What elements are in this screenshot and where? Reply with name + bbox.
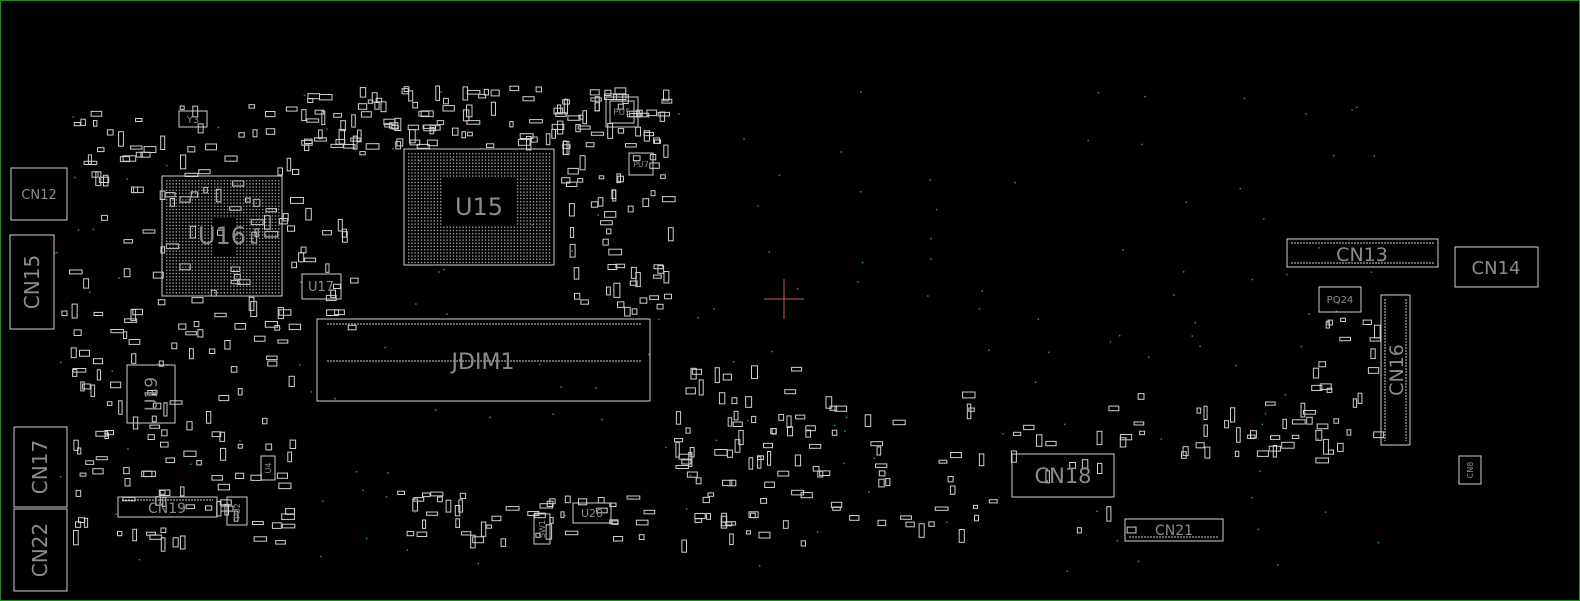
component-u17[interactable]: U17 [301,273,342,300]
cn18-label: CN18 [1034,464,1091,488]
component-cn12[interactable]: CN12 [10,167,68,221]
u16-ball-grid [166,180,280,294]
u16-label: U16 [198,222,246,250]
u4-label: U4 [264,463,273,474]
component-u20[interactable]: U20 [572,502,612,524]
cn22-label: CN22 [28,523,52,577]
component-y3[interactable]: Y3 [178,110,208,128]
cn16-label: CN16 [1386,344,1408,396]
component-pu7[interactable]: PU7 [628,152,654,176]
component-cn19[interactable]: CN19 [117,496,218,518]
sw1-label: SW1 [538,520,547,538]
y3-label: Y3 [186,115,199,126]
component-cn18[interactable]: CN18 [1011,453,1115,498]
component-u4[interactable]: U4 [260,455,276,481]
component-cn8[interactable]: CN8 [1458,455,1482,485]
cn15-label: CN15 [20,255,44,309]
component-u16[interactable]: U16 [161,175,283,297]
component-jdim1[interactable]: JDIM1 [316,318,651,402]
component-cn22[interactable]: CN22 [13,508,68,592]
component-pq24[interactable]: PQ24 [1318,286,1362,313]
cn8-label: CN8 [1466,462,1475,479]
component-cn14[interactable]: CN14 [1454,246,1539,288]
pu7-label: PU7 [633,160,649,169]
component-pu5[interactable]: PU5 [605,96,639,128]
cn21-label: CN21 [1155,523,1193,539]
pu2-label: PU2 [233,503,242,519]
u17-label: U17 [308,280,334,295]
component-cn21[interactable]: CN21 [1124,518,1224,542]
jdim1-label: JDIM1 [450,350,515,375]
cn12-label: CN12 [21,188,56,203]
component-cn16[interactable]: CN16 [1380,294,1411,446]
u15-ball-grid [408,153,551,264]
component-pu2[interactable]: PU2 [226,496,248,526]
component-cn17[interactable]: CN17 [13,426,68,508]
cn14-label: CN14 [1472,258,1521,279]
u19-label: U19 [142,377,162,411]
component-u19[interactable]: U19 [126,364,176,424]
component-cn13[interactable]: CN13 [1286,238,1439,268]
cn13-label: CN13 [1336,244,1388,266]
component-sw1[interactable]: SW1 [533,513,551,545]
u20-label: U20 [581,507,603,520]
cn19-label: CN19 [148,501,186,517]
pu5-label: PU5 [613,108,631,118]
crosshair-cursor-icon [764,279,804,319]
component-cn15[interactable]: CN15 [9,234,55,330]
u15-label: U15 [455,193,503,221]
cn17-label: CN17 [28,440,52,494]
component-u15[interactable]: U15 [403,148,555,266]
passive-components [61,85,1385,553]
pq24-label: PQ24 [1327,295,1354,306]
via-dots [53,91,1383,572]
